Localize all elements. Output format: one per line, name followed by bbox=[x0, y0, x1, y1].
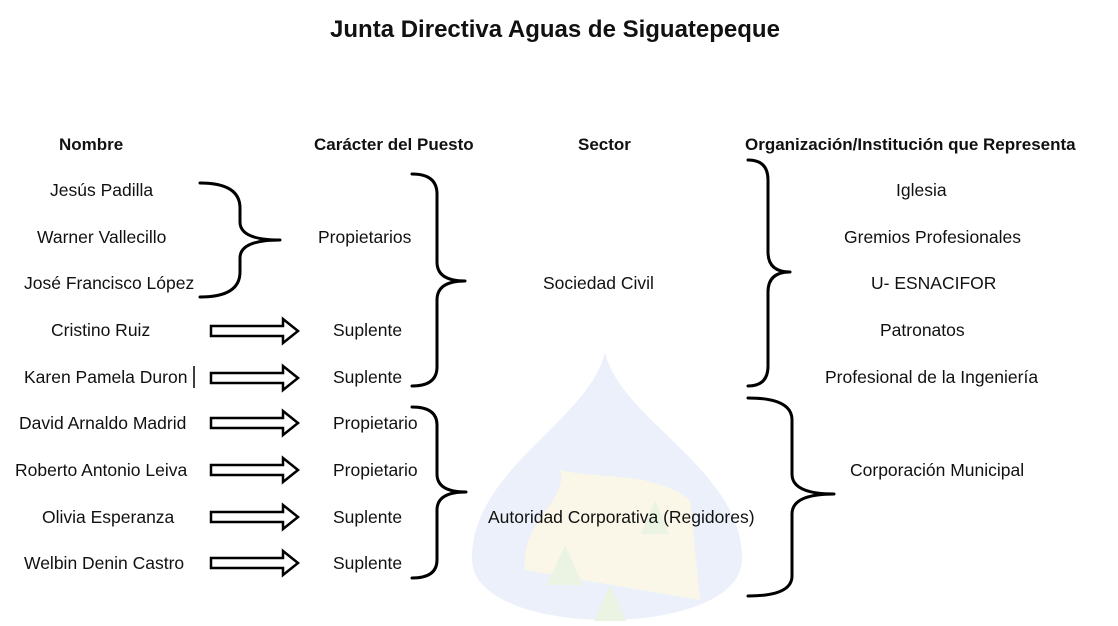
member-name: Karen Pamela Duron bbox=[24, 367, 188, 387]
role-label: Propietario bbox=[333, 460, 418, 480]
organization-label: Gremios Profesionales bbox=[844, 227, 1022, 247]
double-arrow-icon bbox=[209, 363, 301, 393]
double-arrow-icon bbox=[209, 502, 301, 532]
role-label: Suplente bbox=[333, 553, 403, 573]
member-name: José Francisco López bbox=[24, 273, 195, 293]
sector-label: Autoridad Corporativa (Regidores) bbox=[488, 507, 755, 527]
organization-label: Profesional de la Ingeniería bbox=[825, 367, 1039, 387]
header-organization: Organización/Institución que Representa bbox=[745, 135, 1076, 154]
organization-label: Corporación Municipal bbox=[850, 460, 1025, 480]
double-arrow-icon bbox=[209, 408, 301, 438]
brace-roles-1 bbox=[410, 172, 467, 388]
member-name: Welbin Denin Castro bbox=[24, 553, 185, 573]
page-title: Junta Directiva Aguas de Siguatepeque bbox=[330, 16, 780, 43]
organization-label: Iglesia bbox=[896, 180, 947, 200]
brace-orgs-2 bbox=[746, 396, 836, 598]
role-label: Propietario bbox=[333, 413, 418, 433]
organization-label: Patronatos bbox=[880, 320, 965, 340]
header-name: Nombre bbox=[59, 135, 124, 154]
member-name: Roberto Antonio Leiva bbox=[15, 460, 188, 480]
role-label: Suplente bbox=[333, 507, 403, 527]
brace-roles-2 bbox=[410, 405, 468, 580]
member-name: Cristino Ruiz bbox=[51, 320, 151, 340]
member-name: Olivia Esperanza bbox=[42, 507, 175, 527]
brace-orgs-1 bbox=[746, 158, 792, 388]
double-arrow-icon bbox=[209, 455, 301, 485]
member-name: Jesús Padilla bbox=[50, 180, 154, 200]
role-label: Propietarios bbox=[318, 227, 412, 247]
member-name: David Arnaldo Madrid bbox=[19, 413, 187, 433]
organization-label: U- ESNACIFOR bbox=[871, 273, 997, 293]
role-label: Suplente bbox=[333, 367, 403, 387]
sector-label: Sociedad Civil bbox=[543, 273, 654, 293]
header-role: Carácter del Puesto bbox=[314, 135, 474, 154]
double-arrow-icon bbox=[209, 548, 301, 578]
brace-names bbox=[198, 181, 282, 299]
double-arrow-icon bbox=[209, 316, 301, 346]
member-name: Warner Vallecillo bbox=[37, 227, 167, 247]
role-label: Suplente bbox=[333, 320, 403, 340]
header-sector: Sector bbox=[578, 135, 631, 154]
